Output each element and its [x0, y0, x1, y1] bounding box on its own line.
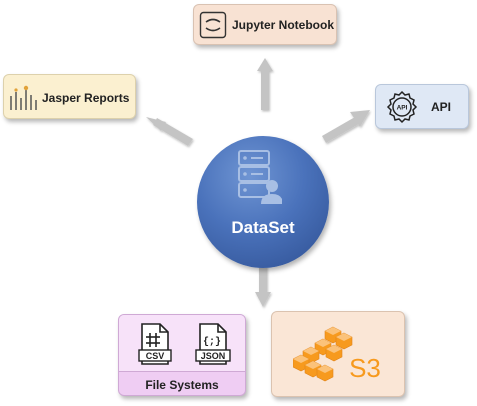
s3-node: S3 [271, 311, 405, 397]
csv-text: CSV [146, 351, 165, 361]
file-systems-label: File Systems [145, 378, 219, 392]
api-node: API API [375, 84, 469, 129]
dataset-node: DataSet [197, 136, 329, 268]
api-label: API [431, 100, 452, 114]
json-file-icon: {;} JSON [195, 323, 231, 365]
file-systems-node: CSV {;} JSON File Systems [118, 314, 246, 396]
jasper-reports-node: Jasper Reports [3, 74, 136, 119]
svg-text:{;}: {;} [203, 336, 221, 348]
aws-s3-icon: S3 [293, 326, 381, 383]
arrow-to-jasper [146, 117, 193, 146]
database-user-icon [238, 150, 282, 204]
jasper-logo-icon [10, 85, 37, 110]
jupyter-label: Jupyter Notebook [232, 18, 335, 32]
jupyter-notebook-node: Jupyter Notebook [193, 4, 337, 45]
jupyter-logo-icon [199, 11, 227, 39]
json-text: JSON [201, 351, 226, 361]
api-icon-text: API [397, 105, 408, 112]
arrow-to-jupyter [257, 58, 273, 110]
jasper-label: Jasper Reports [42, 91, 130, 105]
csv-file-icon: CSV [138, 323, 172, 365]
arrow-to-api [322, 110, 370, 143]
arrow-to-filesystems [255, 256, 271, 307]
dataset-label: DataSet [231, 218, 295, 237]
api-gear-icon: API [386, 90, 418, 124]
s3-text: S3 [349, 353, 381, 383]
